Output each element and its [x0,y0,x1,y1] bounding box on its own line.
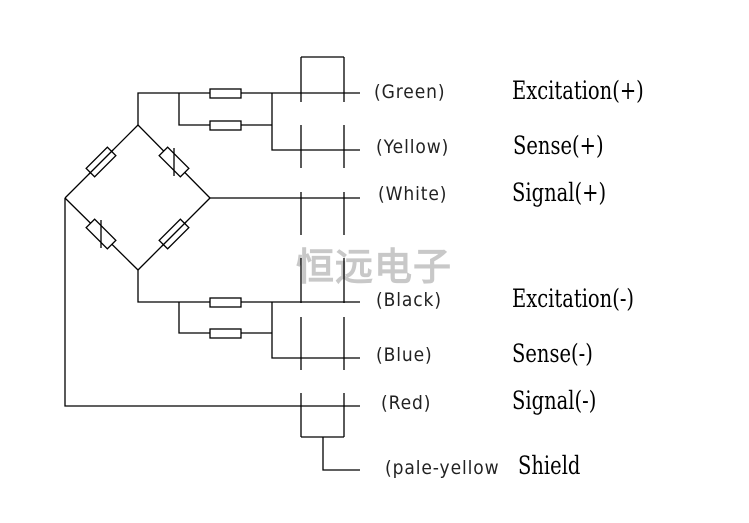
positive-compensation-network [137,88,360,151]
wire-color-white: (White) [378,183,448,205]
resistor [209,297,242,308]
wire-segment [271,93,360,151]
function-excitation-plus: Excitation(+) [512,76,644,105]
wire-segment [271,302,360,359]
resistor [209,328,242,339]
strain-gauge-bottom-left [85,218,117,250]
function-signal-plus: Signal(+) [512,178,607,207]
signal-minus-wire [64,198,360,407]
cable [300,56,360,471]
wire-color-pale-yellow: (pale-yellow [385,457,500,479]
wire-segment [137,270,360,303]
strain-gauge-top-left [85,146,117,178]
resistor [209,120,242,131]
strain-gauge-bottom-right [158,218,190,250]
watermark: 恒远电子 [296,244,453,289]
wire-color-blue: (Blue) [376,344,433,366]
strain-gauge-top-right [158,146,190,178]
wire-color-black: (Black) [376,289,442,311]
wire-segment [88,149,114,175]
function-signal-minus: Signal(-) [512,386,597,415]
wire-color-green: (Green) [374,81,446,103]
wire-segment [137,92,360,125]
negative-compensation-network [137,270,360,359]
function-shield: Shield [518,451,581,480]
wire-color-red: (Red) [381,392,432,414]
shield-wire [322,437,360,471]
function-excitation-minus: Excitation(-) [512,284,635,313]
function-sense-minus: Sense(-) [512,339,593,368]
wire-segment [161,221,187,247]
function-sense-plus: Sense(+) [513,131,604,160]
wheatstone-bridge [64,124,211,271]
wire-color-yellow: (Yellow) [376,136,450,158]
resistor [209,88,242,99]
